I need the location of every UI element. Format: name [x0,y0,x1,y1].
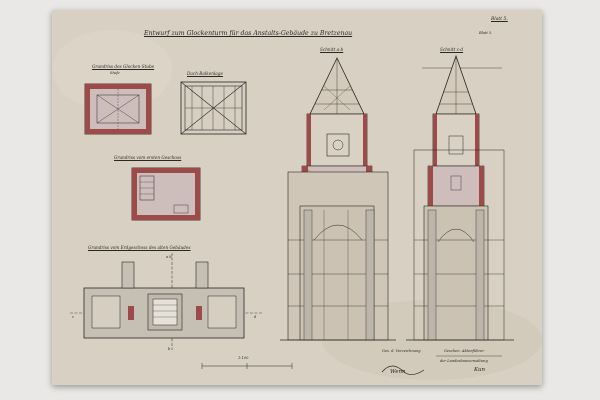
caption-bell-chamber-sub: Stufe [110,71,120,75]
plan-ground-floor [70,253,262,350]
signature-right-label: Geschen. Aktenführer [444,349,485,353]
axis-mark-top: a b [166,255,172,259]
caption-roof-framing: Dach-Balkenlage [187,71,223,76]
drawing-linework [52,10,542,385]
axis-mark-bottom: b [168,347,171,351]
section-tower-left [280,57,396,341]
plan-first-floor [131,167,201,221]
signature-left-name: Wenn [390,369,406,375]
sheet-number: Blatt 5. [491,17,508,22]
plan-bell-chamber [84,83,152,135]
plan-roof-framing [180,81,247,135]
signature-right-line2: der Landesbauverwaltung [440,359,488,363]
sheet-number-small: Blatt 5. [479,31,493,35]
caption-ground-floor-plan: Grundriss vom Erdgeschoss des alten Gebä… [88,245,191,250]
scale-bar [201,363,293,369]
section-tower-right [406,54,514,341]
caption-first-floor-plan: Grundriss vom ersten Geschoss [114,155,182,160]
signature-flourish [381,365,425,375]
drawing-title: Entwurf zum Glockenturm für das Anstalts… [144,30,353,37]
architectural-drawing-sheet: Entwurf zum Glockenturm für das Anstalts… [52,10,542,385]
axis-mark-left: c [72,315,75,319]
caption-section-ab: Schnitt a-b [320,47,344,52]
caption-section-cd: Schnitt c-d [440,47,464,52]
signature-right-name: Kun [474,367,486,373]
scale-label: 1:100 [238,356,249,360]
caption-bell-chamber-plan: Grundriss des Glocken-Stube [92,64,155,69]
signature-left-label: Ges. d. Verzeichnung [382,349,421,353]
axis-mark-right: d [254,315,257,319]
